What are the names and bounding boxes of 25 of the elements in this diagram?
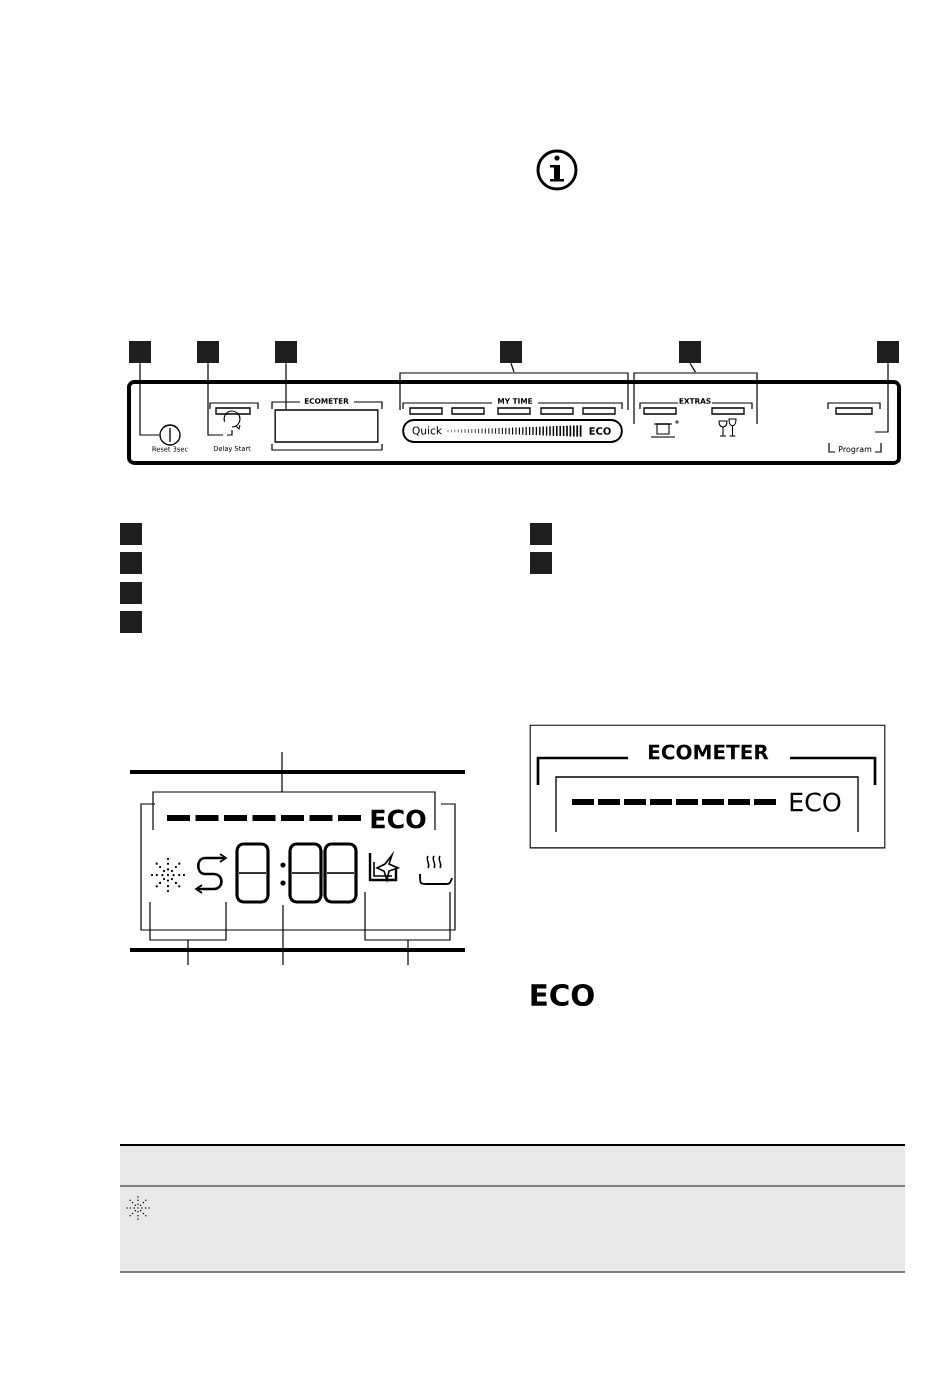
- callout-square: [530, 523, 552, 545]
- callout-square: [530, 552, 552, 574]
- bracket: [399, 372, 629, 411]
- leader-line: [510, 362, 515, 373]
- leader-line: [689, 362, 697, 373]
- leader-line: [285, 362, 287, 410]
- callout-square: [120, 523, 142, 545]
- power-button: [159, 424, 181, 446]
- time-slider: Quick ECO: [402, 419, 623, 443]
- panel-label: Program: [838, 446, 872, 454]
- ecometer-panel: ECOMETER ECO: [529, 724, 886, 849]
- clock-icon: [223, 410, 241, 436]
- panel-label: ECO: [371, 809, 426, 829]
- callout-square: [679, 341, 701, 363]
- panel-label: ECO: [531, 983, 594, 1007]
- callout-square: [120, 582, 142, 604]
- callout-square: [197, 341, 219, 363]
- bracket: [633, 372, 758, 425]
- callout-square: [877, 341, 899, 363]
- callout-square: [120, 611, 142, 633]
- callout-square: [120, 552, 142, 574]
- leader-line: [207, 362, 224, 436]
- callout-square: [129, 341, 151, 363]
- callout-square: [500, 341, 522, 363]
- callout-square: [275, 341, 297, 363]
